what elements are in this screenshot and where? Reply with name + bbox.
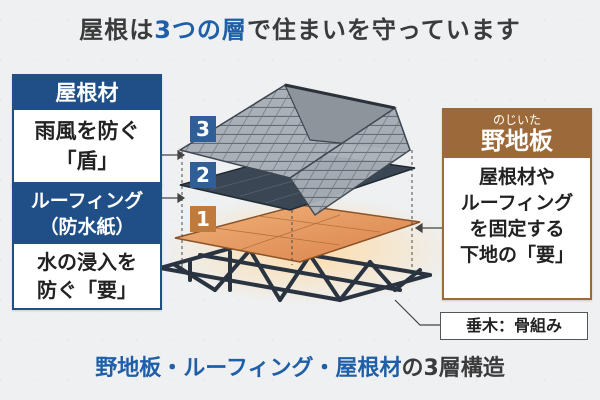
- roof-tiles-layer: [178, 83, 411, 217]
- bottom-title-sep1: ・: [161, 356, 184, 381]
- sheathing-callout: のじいた 野地板 屋根材や ルーフィング を固定する 下地の「要」: [442, 108, 592, 300]
- roofing-felt-description: 水の浸入を 防ぐ「要」: [14, 244, 160, 304]
- sheathing-description: 屋根材や ルーフィング を固定する 下地の「要」: [444, 158, 590, 268]
- sheathing-desc-line2: ルーフィング: [460, 192, 574, 214]
- sheathing-desc-line1: 屋根材や: [478, 166, 555, 188]
- roofing-felt-desc-line1: 水の浸入を: [37, 250, 137, 274]
- sheathing-desc-line4: 下地の「要」: [459, 244, 574, 266]
- roofing-desc-line2: 「盾」: [55, 149, 119, 173]
- sheathing-ruby: のじいた: [492, 113, 541, 127]
- roofing-heading: 屋根材: [14, 76, 160, 110]
- roofing-desc-line1: 雨風を防ぐ: [34, 119, 140, 143]
- roofing-felt-heading: ルーフィング （防水紙）: [14, 184, 160, 244]
- rafter-label: 垂木：骨組み: [440, 312, 588, 340]
- layer-number-2: 2: [190, 162, 216, 188]
- title-text-2: で住まいを守っています: [246, 16, 521, 44]
- guide-lines: [181, 150, 413, 270]
- title-text-1: 屋根は: [79, 16, 155, 44]
- roofing-felt-desc-line2: 防ぐ「要」: [37, 278, 137, 302]
- bottom-title-part4: の3層構造: [401, 356, 505, 381]
- roofing-felt-heading-line2: （防水紙）: [39, 216, 135, 238]
- roofing-felt-callout: ルーフィング （防水紙） 水の浸入を 防ぐ「要」: [12, 182, 162, 310]
- sheathing-heading-text: 野地板: [481, 127, 553, 155]
- bottom-title-part2: ルーフィング: [183, 356, 314, 381]
- bottom-title-part3: 屋根材: [335, 356, 402, 381]
- page-title: 屋根は3つの層で住まいを守っています: [0, 10, 600, 45]
- sheathing-heading: のじいた 野地板: [444, 110, 590, 158]
- roofing-description: 雨風を防ぐ 「盾」: [14, 110, 160, 176]
- layer-number-3: 3: [190, 116, 216, 142]
- bottom-title: 野地板・ルーフィング・屋根材の3層構造: [0, 350, 600, 382]
- sheathing-desc-line3: を固定する: [469, 218, 565, 240]
- pointer-arrows: [158, 149, 442, 326]
- title-highlight: 3つの層: [154, 16, 247, 44]
- sheathing-seams: [214, 214, 381, 251]
- bottom-title-part1: 野地板: [95, 356, 162, 381]
- layer-number-1: 1: [190, 206, 216, 232]
- roofing-callout: 屋根材 雨風を防ぐ 「盾」: [12, 74, 162, 186]
- bottom-title-sep2: ・: [313, 356, 336, 381]
- roofing-felt-heading-line1: ルーフィング: [30, 190, 144, 212]
